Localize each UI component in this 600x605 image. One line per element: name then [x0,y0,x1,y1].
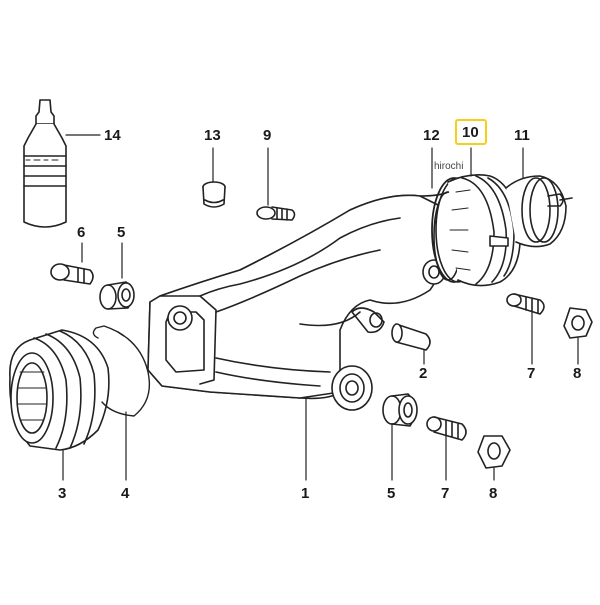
swingarm-icon [147,191,463,481]
oil-bottle-icon [23,99,101,228]
callout-12[interactable]: 12 [423,127,440,144]
pin-icon [391,323,431,365]
circlip-icon [92,325,151,481]
nut-upper-icon [563,307,593,365]
dust-boot-icon [9,329,110,481]
callout-4[interactable]: 4 [121,485,130,502]
callout-7-lower[interactable]: 7 [441,485,450,502]
bolt-icon [50,242,94,285]
rubber-boot-icon [447,147,521,287]
bearing-lower-icon [382,393,418,481]
callout-1[interactable]: 1 [301,485,310,502]
callout-13[interactable]: 13 [204,127,221,144]
hose-clamp-icon [489,147,573,248]
callout-8-lower[interactable]: 8 [489,485,498,502]
callout-14[interactable]: 14 [104,127,121,144]
callout-5-lower[interactable]: 5 [387,485,396,502]
callout-9[interactable]: 9 [263,127,272,144]
watermark: hirochi [434,161,464,172]
stud-upper-icon [506,293,545,365]
callout-3[interactable]: 3 [58,485,67,502]
screw-icon [256,147,296,221]
callout-11[interactable]: 11 [514,127,530,144]
callout-10[interactable]: 10 [462,124,479,141]
nut-lower-icon [477,435,511,481]
callout-6[interactable]: 6 [77,224,86,241]
callout-2[interactable]: 2 [419,365,428,382]
bearing-icon [99,242,135,310]
callout-5-upper[interactable]: 5 [117,224,126,241]
cap-icon [202,147,226,208]
highlight-box [455,119,487,145]
stud-lower-icon [426,416,467,481]
callout-7-upper[interactable]: 7 [527,365,536,382]
callout-8-upper[interactable]: 8 [573,365,582,382]
